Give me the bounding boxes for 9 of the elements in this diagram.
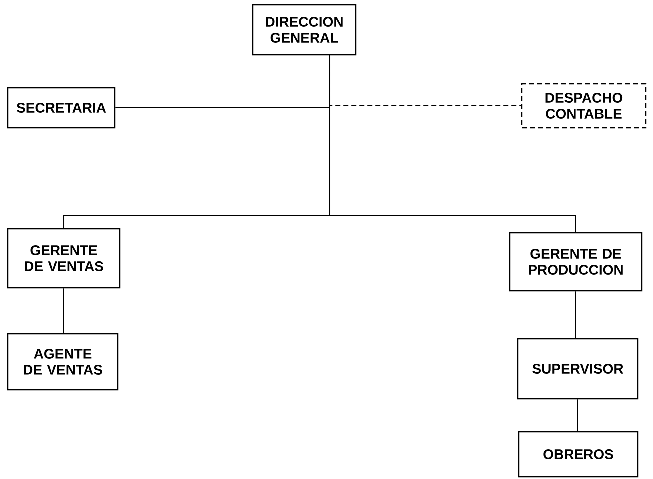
- org-box: SUPERVISOR: [517, 338, 639, 400]
- org-box: GERENTE DE PRODUCCION: [509, 232, 643, 292]
- connector-line: [330, 55, 576, 233]
- org-box: DESPACHO CONTABLE: [521, 83, 647, 129]
- org-box: OBREROS: [518, 431, 639, 478]
- org-box: AGENTE DE VENTAS: [7, 333, 119, 391]
- org-box: DIRECCION GENERAL: [252, 4, 357, 56]
- org-box: SECRETARIA: [7, 87, 116, 129]
- org-box: GERENTE DE VENTAS: [7, 228, 121, 289]
